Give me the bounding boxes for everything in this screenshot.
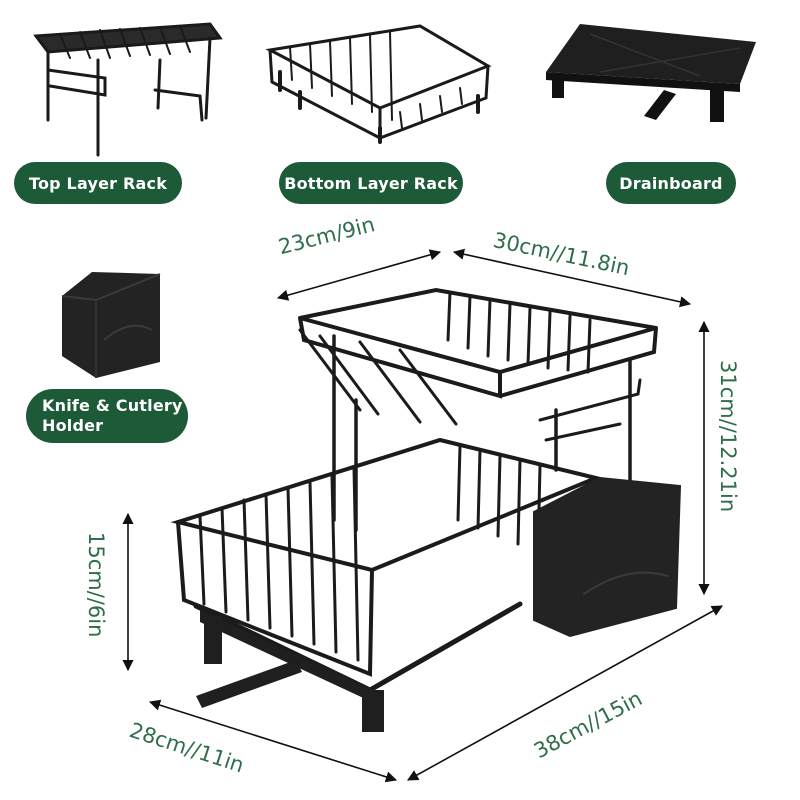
top-layer-rack-image [33, 22, 223, 157]
dimension-bottom-height: 15cm//6in [84, 532, 108, 638]
cutlery-holder-image [61, 272, 161, 378]
drainboard-label: Drainboard [606, 162, 736, 204]
knife-cutlery-holder-label: Knife & Cutlery Holder [26, 389, 188, 443]
drainboard-image [546, 24, 756, 122]
bottom-layer-rack-label: Bottom Layer Rack [279, 162, 463, 204]
top-layer-rack-label: Top Layer Rack [14, 162, 182, 204]
assembled-rack-image [170, 287, 682, 732]
bottom-layer-rack-image [265, 24, 492, 144]
dimension-arrows [122, 248, 723, 783]
dimension-total-height: 31cm//12.21in [716, 360, 740, 513]
